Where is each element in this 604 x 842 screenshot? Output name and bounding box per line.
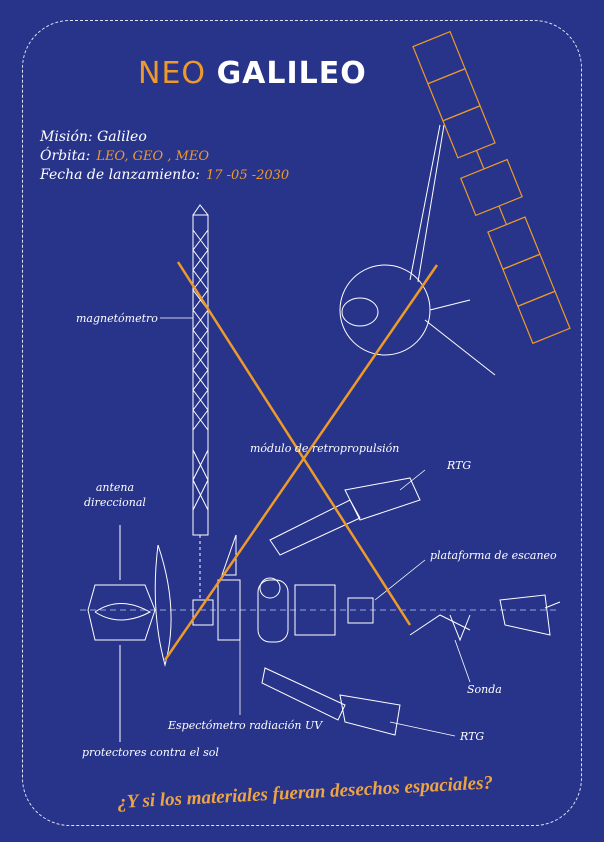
neo-galileo-logo: NEO GALILEO [138,56,367,91]
label-rtg-top: RTG [447,459,472,472]
label-probe: Sonda [467,683,502,696]
label-uv-spectrometer: Espectómetro radiación UV [168,719,323,732]
cross-out-x [163,261,439,661]
label-sun-shields: protectores contra el sol [82,746,219,759]
galileo-sketch [339,124,496,376]
logo-neo: NEO [138,56,207,91]
orbit-value: LEO, GEO , MEO [96,149,209,164]
logo-galileo: GALILEO [216,56,367,91]
label-rtg-bottom: RTG [460,730,485,743]
mission-value: Galileo [97,129,147,145]
rtg-bottom [261,667,401,736]
launch-value: 17 -05 -2030 [205,168,290,183]
label-retro-module: módulo de retropropulsión [250,442,400,455]
mission-label: Misión: [40,129,93,145]
mission-info: Misión: Galileo Órbita: LEO, GEO , MEO Fe… [40,128,289,185]
orbit-label: Órbita: [40,148,91,164]
solar-panel [412,30,571,345]
antenna [87,525,172,742]
label-magnetometer: magnetómetro [76,312,158,325]
magnetometer-boom [192,204,209,600]
rtg-top [269,477,421,556]
dashed-frame [22,20,582,826]
label-scan-platform: plataforma de escaneo [430,549,557,562]
launch-label: Fecha de lanzamiento: [40,167,200,183]
spacecraft-bus [192,534,561,643]
label-antenna: antena direccional [84,481,146,509]
